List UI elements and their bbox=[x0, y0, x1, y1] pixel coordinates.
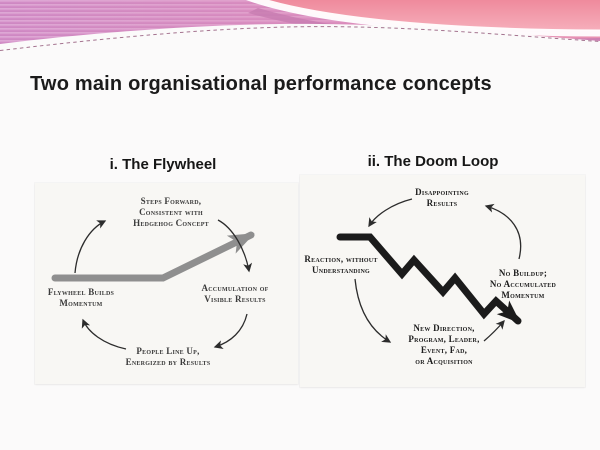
cycle-arrow-right-icon bbox=[484, 203, 522, 260]
doom-label-bottom: Event, Fad, bbox=[421, 345, 467, 355]
doom-label-left: Understanding bbox=[312, 265, 370, 275]
flywheel-label-left: Flywheel Builds bbox=[48, 287, 115, 297]
doom-label-right: No Buildup; bbox=[499, 268, 547, 278]
cycle-arrow-bottom-icon bbox=[213, 313, 248, 350]
doom-label-top: Results bbox=[427, 198, 458, 208]
doom-label-right: Momentum bbox=[501, 290, 544, 300]
cycle-arrow-right-icon bbox=[217, 219, 253, 273]
cycle-arrow-bottom-left-icon bbox=[354, 278, 392, 343]
doom-zigzag-arrow bbox=[336, 233, 522, 325]
doom-label-bottom: Program, Leader, bbox=[408, 334, 479, 344]
flywheel-diagram: Steps Forward, Consistent with Hedgehog … bbox=[35, 183, 298, 384]
cycle-arrow-bottom-right-icon bbox=[483, 319, 505, 342]
header-wave-decoration bbox=[0, 0, 600, 56]
flywheel-label-right: Visible Results bbox=[204, 294, 266, 304]
header-bottom-wave bbox=[0, 23, 600, 56]
flywheel-label-bottom: People Line Up, bbox=[136, 346, 199, 356]
flywheel-heading: i. The Flywheel bbox=[109, 156, 217, 174]
cycle-arrow-left-icon bbox=[81, 318, 127, 350]
flywheel-label-left: Momentum bbox=[59, 298, 102, 308]
flywheel-label-top: Hedgehog Concept bbox=[133, 218, 209, 228]
slide-title: Two main organisational performance conc… bbox=[30, 73, 492, 96]
doom-label-top: Disappointing bbox=[415, 187, 469, 197]
flywheel-label-bottom: Energized by Results bbox=[126, 357, 211, 367]
flywheel-label-right: Accumulation of bbox=[201, 283, 268, 293]
cycle-arrow-top-left-icon bbox=[368, 198, 413, 228]
doom-loop-heading: ii. The Doom Loop bbox=[367, 153, 499, 171]
doom-label-left: Reaction, without bbox=[304, 254, 377, 264]
flywheel-momentum-arrow bbox=[51, 231, 255, 282]
doom-loop-diagram: Disappointing Results Reaction, without … bbox=[300, 175, 585, 387]
doom-label-bottom: New Direction, bbox=[413, 323, 474, 333]
header-white-sweep bbox=[246, 0, 600, 37]
flywheel-label-top: Consistent with bbox=[139, 207, 203, 217]
cycle-arrow-top-left-icon bbox=[74, 220, 107, 274]
header-wave-banner bbox=[0, 0, 600, 56]
flywheel-label-top: Steps Forward, bbox=[141, 196, 202, 206]
doom-label-right: No Accumulated bbox=[490, 279, 557, 289]
header-salmon-region bbox=[255, 0, 600, 31]
doom-label-bottom: or Acquisition bbox=[415, 356, 473, 366]
